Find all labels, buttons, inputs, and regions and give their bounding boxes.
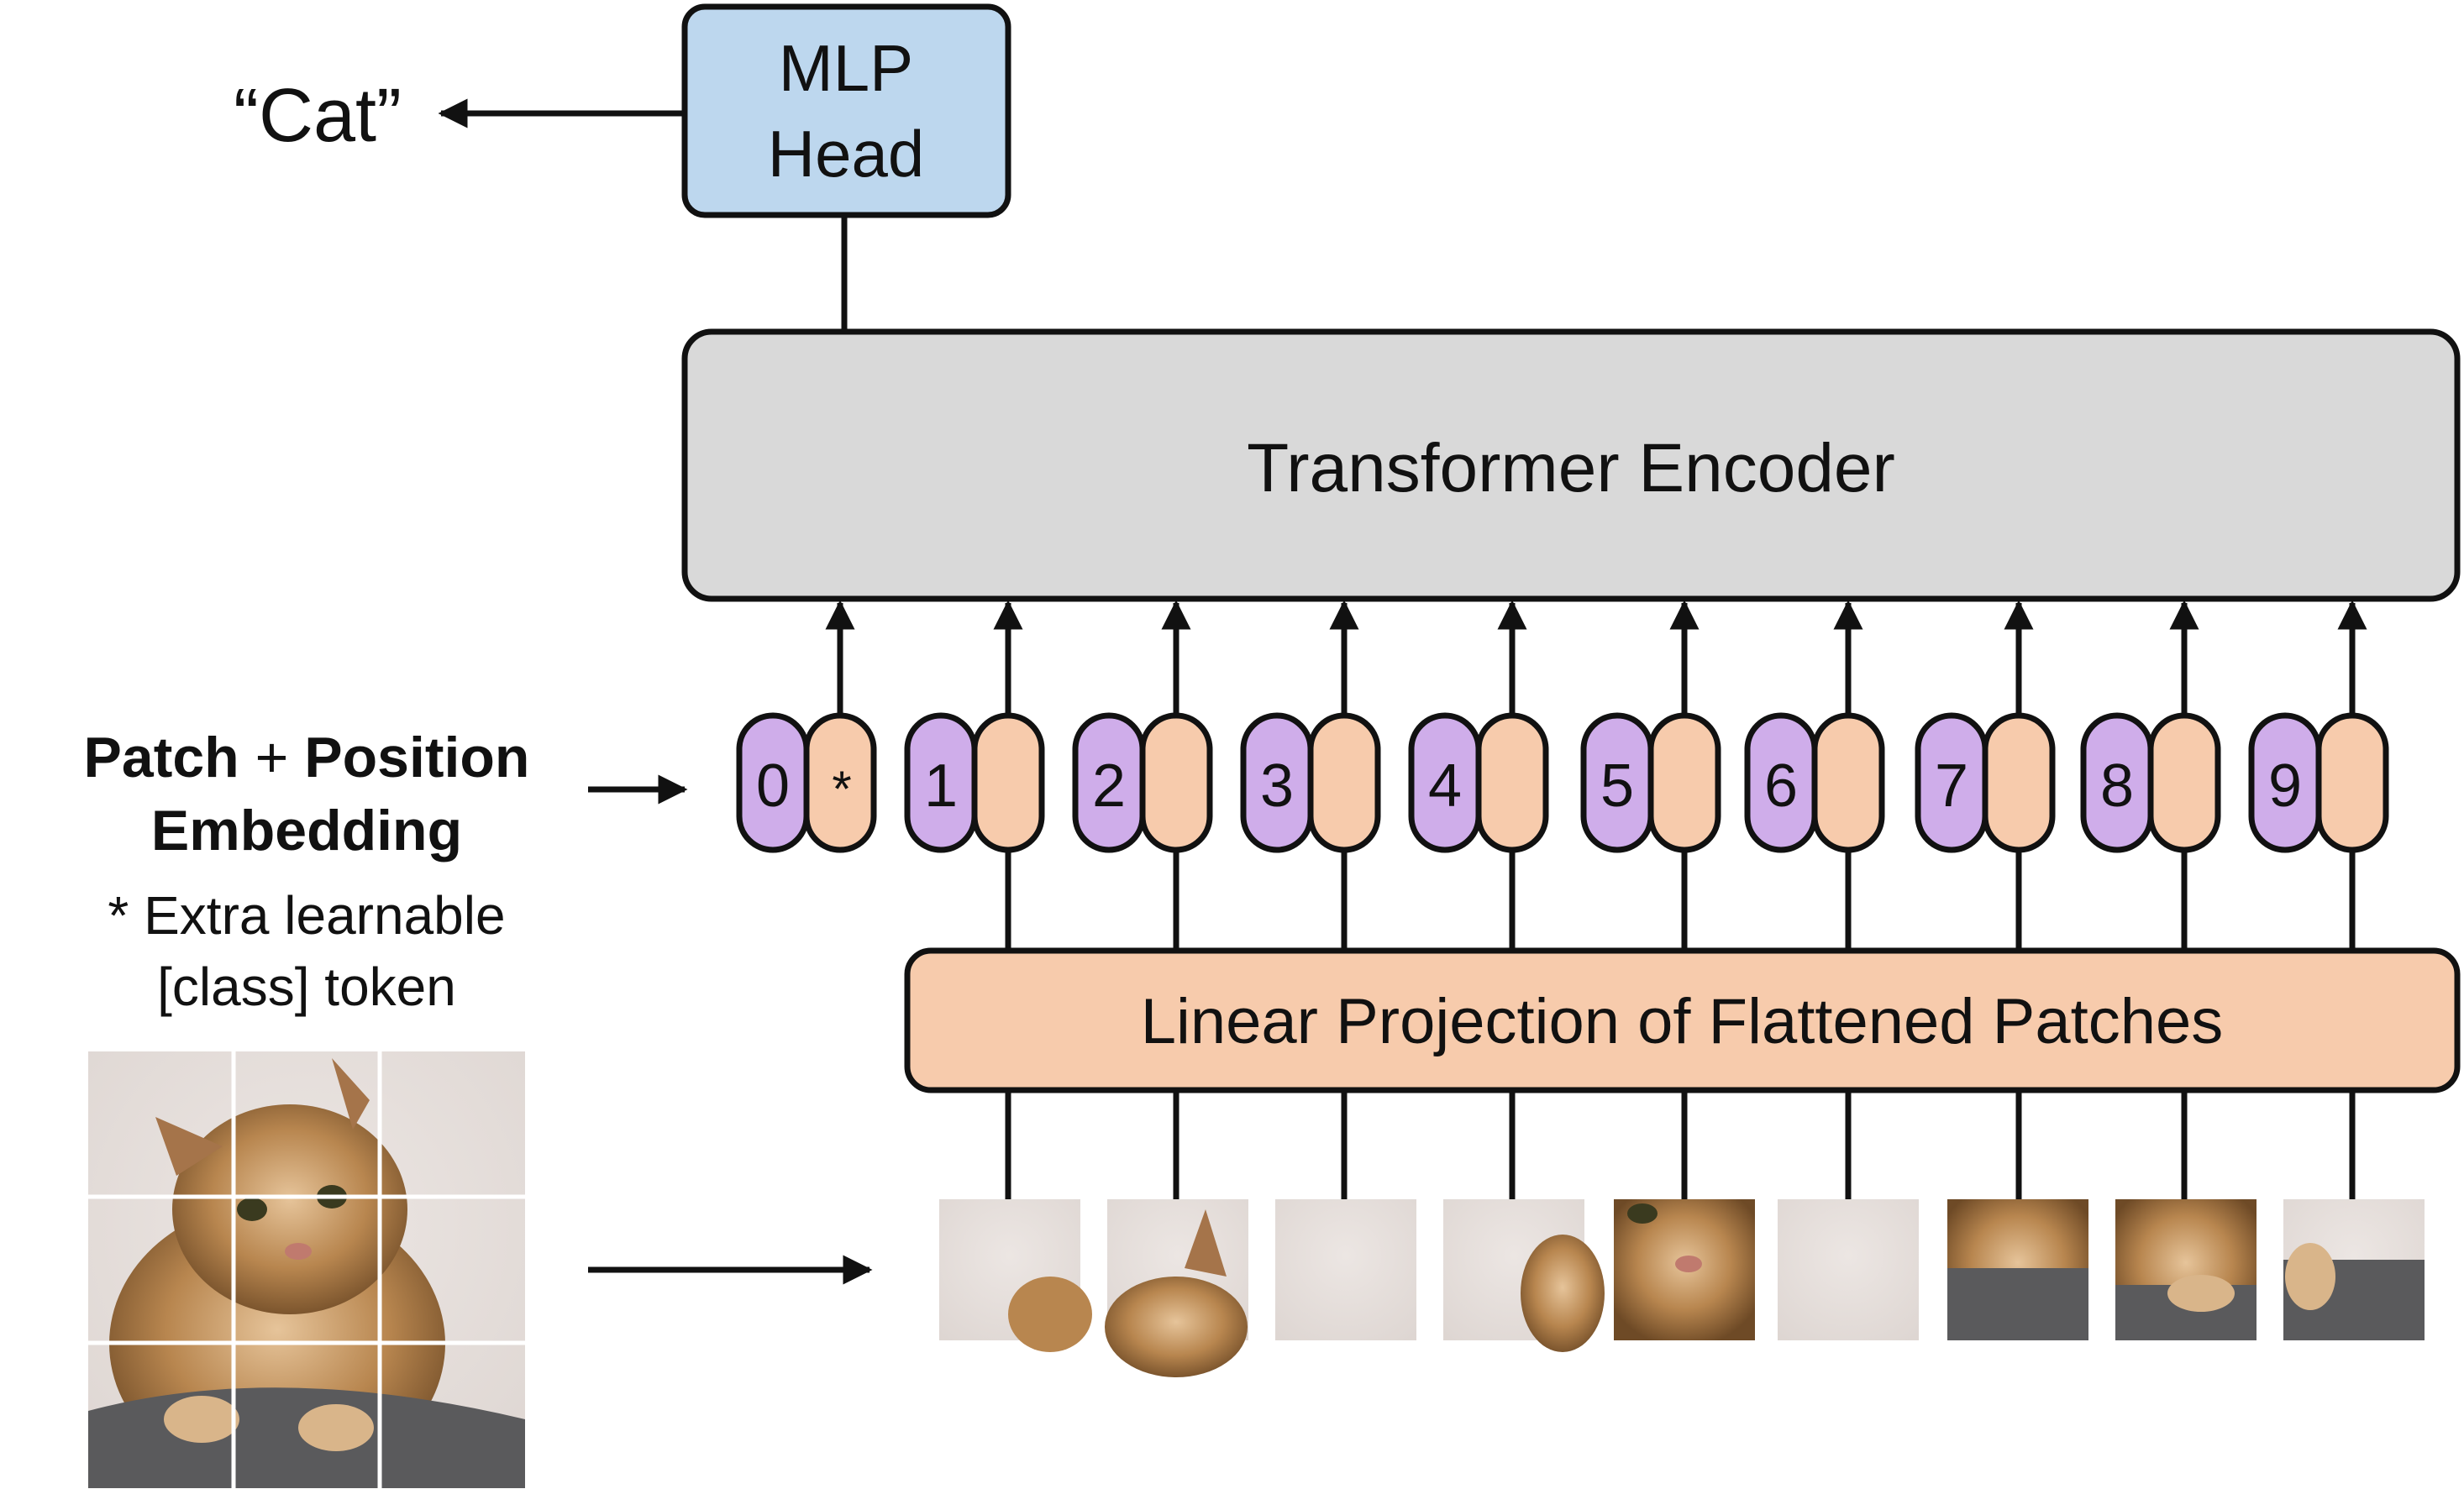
token-index-4: 4 bbox=[1428, 752, 1462, 820]
patch-thumbnail-9 bbox=[2283, 1199, 2425, 1340]
patch-embedding-9 bbox=[2315, 712, 2389, 853]
token-1: 1 bbox=[904, 712, 1045, 853]
token-index-9: 9 bbox=[2268, 752, 2302, 820]
class-token-embedding bbox=[803, 712, 877, 853]
token-index-0: 0 bbox=[756, 752, 790, 820]
patch-9-paw bbox=[2285, 1243, 2335, 1310]
patch-3-background bbox=[1275, 1199, 1416, 1340]
token-9: 9 bbox=[2248, 712, 2389, 853]
cat-left-eye bbox=[237, 1198, 267, 1221]
embedding-label-position: Position bbox=[304, 726, 529, 789]
patch-2-ear bbox=[1185, 1209, 1227, 1277]
patch-embedding-4 bbox=[1475, 712, 1549, 853]
token-index-5: 5 bbox=[1600, 752, 1634, 820]
cat-nose bbox=[285, 1243, 312, 1260]
token-index-2: 2 bbox=[1092, 752, 1126, 820]
patch-embedding-8 bbox=[2147, 712, 2221, 853]
class-token-symbol: * bbox=[832, 761, 851, 817]
token-0: 0 * bbox=[736, 712, 877, 853]
token-index-1: 1 bbox=[924, 752, 958, 820]
cat-left-ear bbox=[155, 1117, 223, 1176]
patch-embedding-7 bbox=[1982, 712, 2056, 853]
class-token-note-line2: [class] token bbox=[157, 957, 456, 1017]
token-5: 5 bbox=[1580, 712, 1721, 853]
patch-embedding-5 bbox=[1647, 712, 1721, 853]
token-4: 4 bbox=[1408, 712, 1549, 853]
source-image bbox=[88, 1051, 525, 1488]
projection-to-token-lines bbox=[1005, 850, 2356, 951]
patch-embedding-3 bbox=[1307, 712, 1381, 853]
patch-embedding-1 bbox=[971, 712, 1045, 853]
mlp-head-label-line1: MLP bbox=[779, 31, 913, 105]
embedding-label-line1: Patch + Position bbox=[84, 726, 530, 789]
token-7: 7 bbox=[1915, 712, 2056, 853]
token-6: 6 bbox=[1744, 712, 1885, 853]
class-token-note-line1: * Extra learnable bbox=[108, 885, 505, 946]
patch-thumbnail-7 bbox=[1947, 1199, 2088, 1340]
transformer-encoder-label: Transformer Encoder bbox=[1247, 430, 1895, 506]
patch-thumbnail-1 bbox=[939, 1199, 1092, 1352]
embedding-label-line2: Embedding bbox=[151, 799, 462, 862]
token-2: 2 bbox=[1072, 712, 1213, 853]
embedding-tokens: 0 * 1 2 3 4 5 bbox=[736, 712, 2389, 853]
patch-1-ear bbox=[1008, 1277, 1092, 1352]
patch-thumbnail-2 bbox=[1105, 1199, 1248, 1377]
mlp-head-label-line2: Head bbox=[768, 117, 924, 191]
patch-thumbnail-6 bbox=[1778, 1199, 1919, 1340]
patch-6-background bbox=[1778, 1199, 1919, 1340]
patch-embedding-6 bbox=[1811, 712, 1885, 853]
cat-paw-left bbox=[164, 1396, 239, 1443]
patch-thumbnail-4 bbox=[1443, 1199, 1605, 1352]
patch-4-fur bbox=[1521, 1235, 1605, 1352]
linear-projection-label: Linear Projection of Flattened Patches bbox=[1141, 986, 2224, 1057]
token-index-8: 8 bbox=[2100, 752, 2134, 820]
embedding-label-plus: + bbox=[239, 726, 305, 789]
patch-8-paw bbox=[2167, 1275, 2235, 1312]
patch-2-head bbox=[1105, 1277, 1248, 1377]
patch-5-nose bbox=[1675, 1256, 1702, 1272]
cat-right-ear bbox=[332, 1058, 370, 1130]
embedding-label-patch: Patch bbox=[84, 726, 239, 789]
output-label: “Cat” bbox=[234, 74, 402, 158]
token-index-6: 6 bbox=[1764, 752, 1798, 820]
token-8: 8 bbox=[2080, 712, 2221, 853]
patch-embedding-2 bbox=[1139, 712, 1213, 853]
patch-to-projection-lines bbox=[1005, 1090, 2356, 1199]
patch-5-eye bbox=[1627, 1203, 1658, 1224]
token-index-7: 7 bbox=[1935, 752, 1968, 820]
patch-thumbnail-5 bbox=[1614, 1199, 1755, 1340]
patch-thumbnail-3 bbox=[1275, 1199, 1416, 1340]
token-3: 3 bbox=[1240, 712, 1381, 853]
token-arrows bbox=[825, 600, 2367, 714]
cat-paw-right bbox=[298, 1404, 374, 1451]
patch-7-bed bbox=[1947, 1268, 2088, 1340]
cat-head-shape bbox=[172, 1104, 407, 1314]
token-index-3: 3 bbox=[1260, 752, 1294, 820]
patch-thumbnail-8 bbox=[2115, 1199, 2256, 1340]
transformer-encoder-box bbox=[681, 328, 2461, 602]
flattened-patches bbox=[939, 1199, 2425, 1377]
